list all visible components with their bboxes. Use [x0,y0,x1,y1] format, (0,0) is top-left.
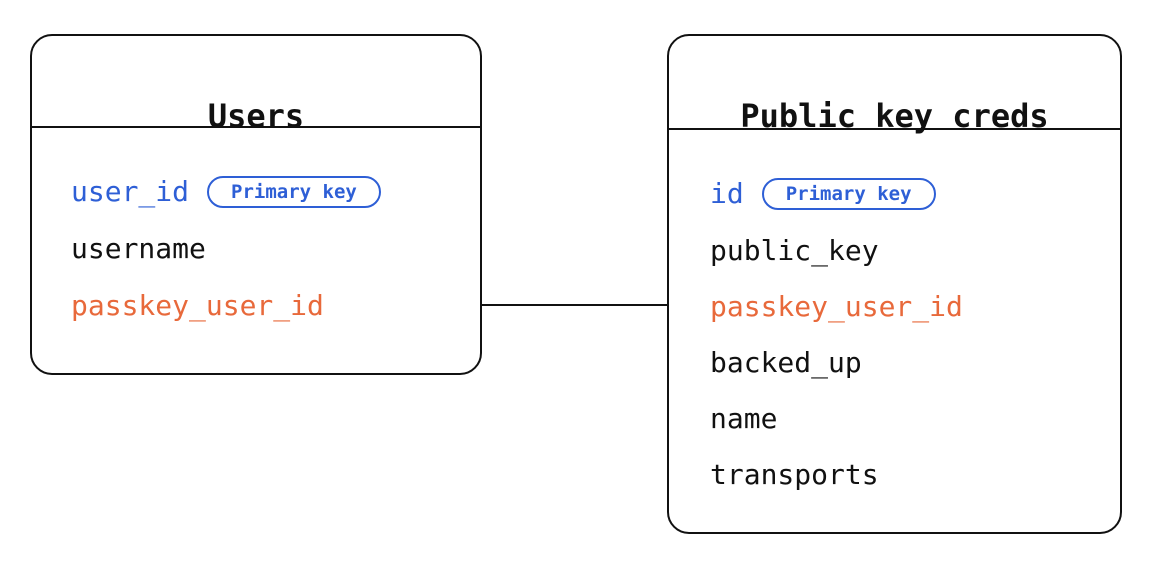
field-name-public-key: public_key [710,234,879,267]
field-name-id: id [710,177,744,210]
entity-users-title: Users [207,97,305,135]
field-name-passkey-user-id: passkey_user_id [710,290,963,323]
entity-public-key-creds-header-divider [667,128,1122,130]
entity-users-header-divider [30,126,482,128]
field-name-user-id: user_id [71,175,190,208]
entity-public-key-creds[interactable]: Public key creds id Primary key public_k… [667,34,1122,534]
field-row-transports[interactable]: transports [710,458,879,492]
field-name-passkey-user-id: passkey_user_id [71,289,324,322]
primary-key-badge: Primary key [207,176,381,208]
field-row-user-id[interactable]: user_id Primary key [71,175,381,209]
field-row-id[interactable]: id Primary key [710,177,936,211]
field-row-passkey-user-id[interactable]: passkey_user_id [71,289,324,323]
field-name-transports: transports [710,458,879,491]
field-row-public-key[interactable]: public_key [710,234,879,268]
primary-key-badge: Primary key [761,178,936,210]
entity-users[interactable]: Users user_id Primary key username passk… [30,34,482,375]
field-row-name[interactable]: name [710,402,777,436]
field-name-name: name [710,402,778,435]
field-name-username: username [71,232,206,265]
field-name-backed-up: backed_up [710,346,862,379]
field-row-backed-up[interactable]: backed_up [710,346,862,380]
relationship-connector-users-public-key-creds [481,304,669,306]
field-row-username[interactable]: username [71,232,206,266]
field-row-passkey-user-id[interactable]: passkey_user_id [710,290,963,324]
